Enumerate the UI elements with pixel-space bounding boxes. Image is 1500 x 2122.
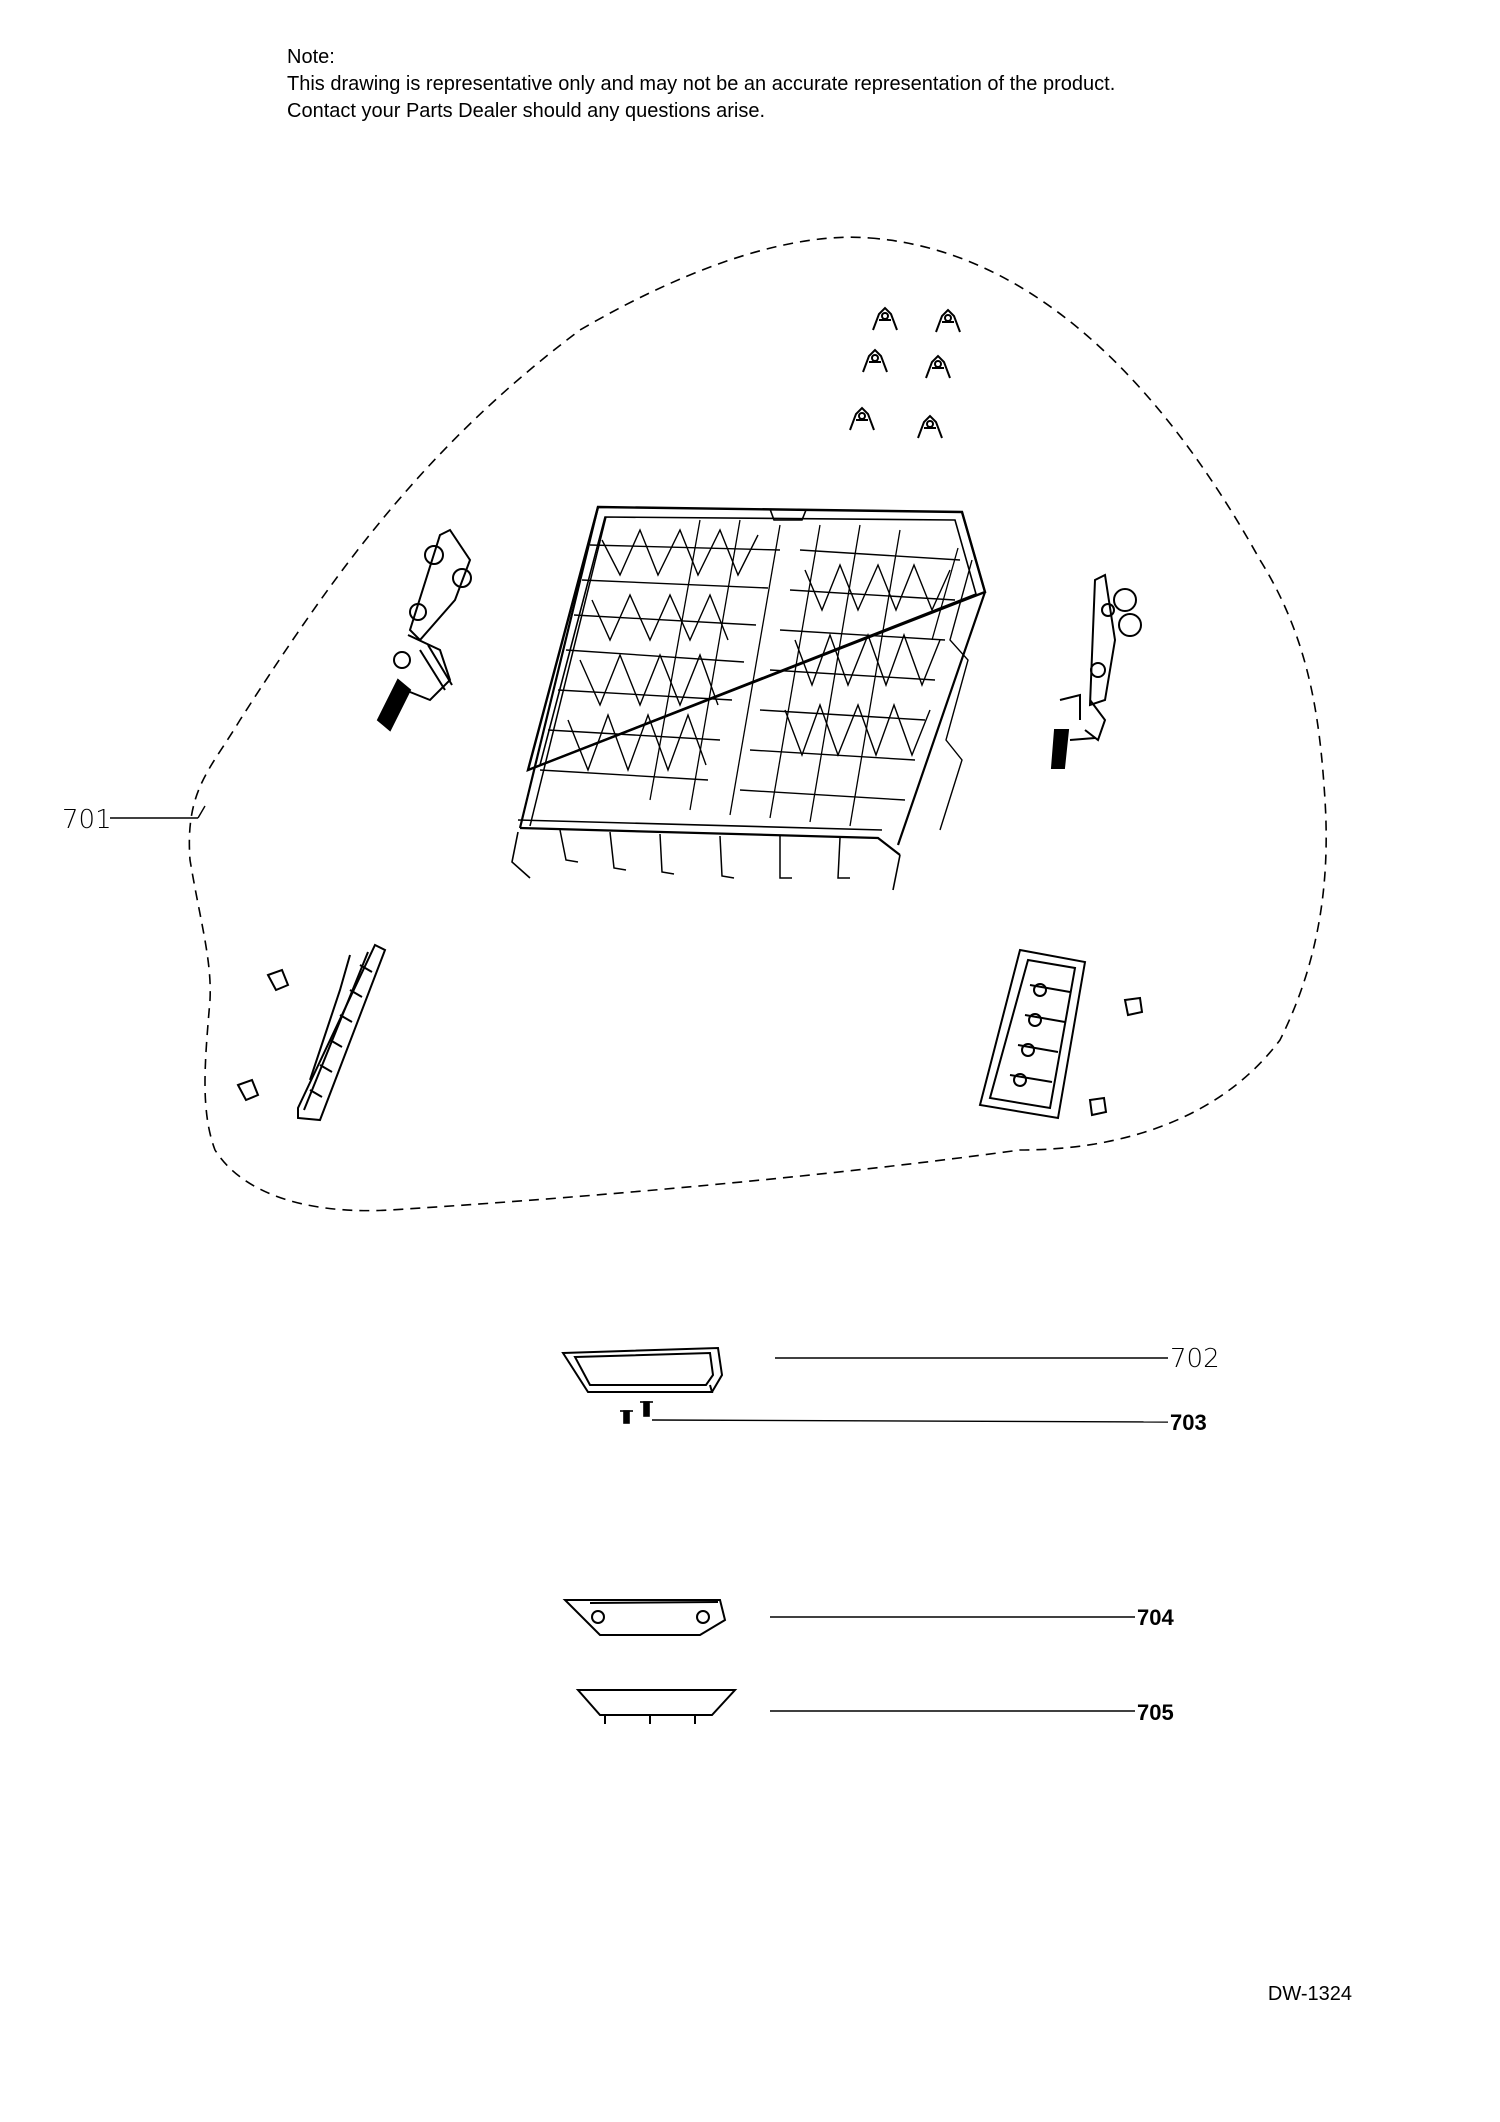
part-705-base xyxy=(575,1689,738,1724)
rack-clip xyxy=(849,406,875,431)
rack-clip xyxy=(872,306,898,331)
callout-704: 704 xyxy=(1137,1605,1174,1630)
leader-line-701-tick xyxy=(197,805,206,819)
shelf-clip-right-lower xyxy=(1088,1096,1108,1117)
callout-705: 705 xyxy=(1137,1700,1174,1725)
note-line-representative: This drawing is representative only and … xyxy=(287,73,1116,95)
rail-clip-left-lower xyxy=(236,1078,260,1102)
part-704-cover xyxy=(562,1599,727,1636)
wire-rack-basket xyxy=(511,505,987,891)
rack-clip xyxy=(935,308,961,333)
shelf-clip-right-upper xyxy=(1123,996,1144,1017)
tine-rail-left xyxy=(297,943,387,1122)
rack-adjuster-right xyxy=(1050,573,1142,769)
rail-clip-left-upper xyxy=(266,968,290,992)
part-703-screws xyxy=(620,1401,653,1424)
drawing-number: DW-1324 xyxy=(1267,1983,1352,2005)
cup-shelf-right xyxy=(978,948,1087,1120)
rack-clips-group-top xyxy=(849,306,961,439)
leader-line-703 xyxy=(651,1419,1169,1423)
assembly-boundary-dashed xyxy=(188,236,1327,1212)
rack-clip xyxy=(925,354,951,379)
callout-702: 702 xyxy=(1170,1344,1220,1374)
note-line-contact: Contact your Parts Dealer should any que… xyxy=(287,100,766,122)
callout-701: 701 xyxy=(62,805,112,835)
part-702-tray xyxy=(561,1346,724,1393)
disclaimer-note: Note: This drawing is representative onl… xyxy=(287,44,1287,125)
rack-adjuster-left xyxy=(376,528,472,732)
callout-703: 703 xyxy=(1170,1410,1207,1435)
note-heading: Note: xyxy=(287,46,335,68)
rack-clip xyxy=(917,414,943,439)
rack-clip xyxy=(862,348,888,373)
